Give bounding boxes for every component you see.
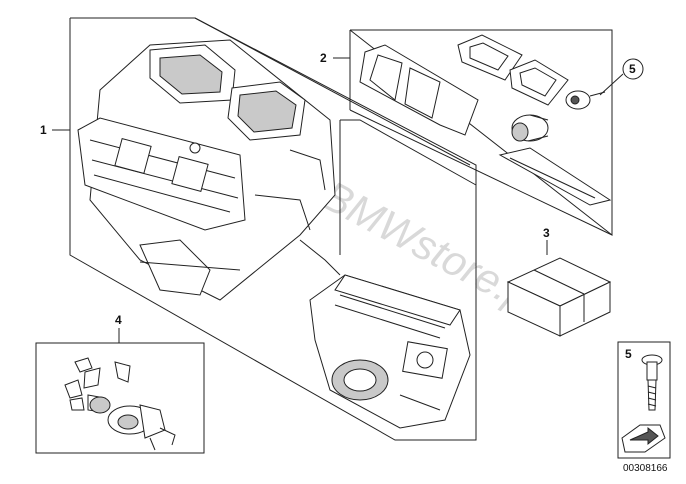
group-5-frame	[617, 341, 671, 459]
leader-5-top	[599, 73, 624, 96]
package-icon	[506, 257, 612, 337]
callout-1: 1	[40, 123, 47, 137]
group-1-frame	[69, 17, 477, 441]
callout-3: 3	[543, 226, 550, 240]
callout-5-inset: 5	[625, 347, 632, 361]
hvac-housing-icon	[77, 39, 341, 301]
arrow-icon	[621, 424, 666, 453]
gasket-set-icon	[359, 34, 612, 206]
group-2-frame	[349, 29, 613, 237]
callout-2: 2	[320, 51, 327, 65]
group-4-frame	[35, 342, 205, 454]
servo-motor-icon	[64, 357, 176, 451]
callout-4: 4	[115, 313, 122, 327]
callout-5-circle	[622, 58, 644, 80]
blower-housing-icon	[309, 274, 471, 429]
screw-icon	[641, 354, 663, 411]
callout-5-top: 5	[629, 62, 636, 76]
document-id: 00308166	[623, 463, 668, 474]
